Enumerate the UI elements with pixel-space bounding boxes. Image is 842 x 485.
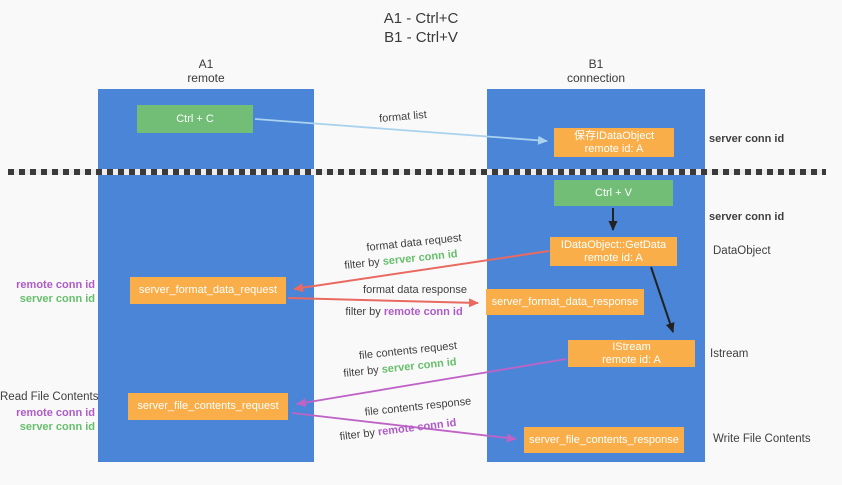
server-conn-id-side-label-top: server conn id: [709, 133, 785, 145]
server-file-contents-response-label: server_file_contents_response: [529, 433, 679, 446]
title-line-2: B1 - Ctrl+V: [384, 29, 458, 46]
server-format-data-request-node: server_format_data_request: [130, 277, 286, 304]
filter-by-text-1: filter by: [343, 256, 381, 272]
dotted-divider-line: [8, 169, 826, 175]
file-server-conn-id-label: server conn id: [19, 421, 95, 433]
column-b1-subtitle: connection: [566, 71, 626, 85]
remote-conn-id-text-2: remote conn id: [377, 416, 457, 439]
server-file-contents-request-node: server_file_contents_request: [128, 393, 288, 420]
ctrl-v-label: Ctrl + V: [595, 186, 632, 199]
server-format-data-request-label: server_format_data_request: [138, 284, 278, 296]
format-data-response-arrow: [287, 297, 479, 308]
file-conn-id-stack: remote conn id server conn id: [0, 406, 95, 434]
istream-side-label: Istream: [710, 348, 749, 360]
filter-by-server-conn-id-label-1: filter by server conn id: [344, 248, 458, 272]
istream-line2: remote id: A: [602, 353, 661, 366]
filter-by-remote-conn-id-label-2: filter by remote conn id: [339, 417, 457, 443]
format-server-conn-id-label: server conn id: [19, 293, 95, 305]
save-dataobject-node: 保存IDataObject remote id: A: [554, 128, 674, 157]
filter-by-text-3: filter by: [342, 364, 380, 380]
column-a1-subtitle: remote: [187, 71, 225, 85]
column-header-b1: B1 connection: [487, 57, 705, 85]
server-format-data-response-label: server_format_data_response: [491, 295, 639, 308]
file-remote-conn-id-label: remote conn id: [16, 407, 95, 419]
format-conn-id-stack: remote conn id server conn id: [0, 278, 95, 306]
server-file-contents-response-node: server_file_contents_response: [524, 427, 684, 453]
istream-node: IStream remote id: A: [568, 340, 695, 367]
format-data-response-label: format data response: [363, 284, 467, 296]
dataobject-side-label: DataObject: [713, 245, 771, 257]
server-conn-id-side-label-mid: server conn id: [709, 211, 785, 223]
server-conn-id-text-2: server conn id: [381, 356, 458, 376]
file-contents-response-label: file contents response: [364, 395, 472, 419]
ctrl-c-label: Ctrl + C: [176, 112, 214, 125]
title-line-1: A1 - Ctrl+C: [383, 10, 459, 27]
getdata-node: IDataObject::GetData remote id: A: [550, 237, 677, 266]
istream-line1: IStream: [612, 340, 651, 353]
save-dataobject-line2: remote id: A: [584, 142, 644, 155]
remote-conn-id-text-1: remote conn id: [383, 306, 463, 318]
column-a1-name: A1: [198, 57, 214, 71]
diagram-title: A1 - Ctrl+C B1 - Ctrl+V: [0, 9, 842, 47]
format-remote-conn-id-label: remote conn id: [16, 279, 95, 291]
getdata-line2: remote id: A: [584, 251, 643, 264]
filter-by-text-2: filter by: [345, 306, 381, 318]
save-dataobject-line1: 保存IDataObject: [573, 129, 655, 142]
getdata-line1: IDataObject::GetData: [560, 238, 667, 251]
server-file-contents-request-label: server_file_contents_request: [137, 400, 279, 412]
format-list-label: format list: [378, 108, 428, 126]
ctrl-v-node: Ctrl + V: [554, 180, 673, 206]
server-format-data-response-node: server_format_data_response: [486, 289, 644, 315]
filter-by-text-4: filter by: [339, 426, 376, 444]
read-file-contents-label: Read File Contents: [0, 391, 99, 403]
column-b1-name: B1: [588, 57, 604, 71]
column-header-a1: A1 remote: [98, 57, 314, 85]
write-file-contents-label: Write File Contents: [713, 433, 811, 445]
ctrl-c-node: Ctrl + C: [137, 105, 253, 133]
filter-by-remote-conn-id-label-1: filter by remote conn id: [345, 306, 462, 318]
